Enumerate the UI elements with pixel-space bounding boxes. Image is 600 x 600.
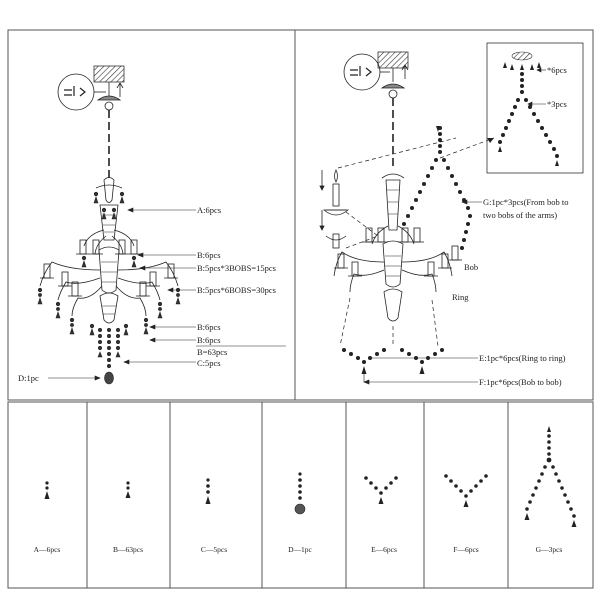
right-bead-chains bbox=[342, 126, 472, 374]
right-leader-lines bbox=[363, 199, 482, 385]
label-b5: B:6pcs bbox=[197, 335, 221, 345]
part-e-caption: E—6pcs bbox=[371, 545, 397, 554]
label-a: A:6pcs bbox=[197, 205, 221, 215]
label-d: D:1pc bbox=[18, 373, 39, 383]
ceiling-mount bbox=[93, 65, 125, 83]
part-e-drawing bbox=[364, 476, 398, 504]
part-c-drawing bbox=[205, 478, 211, 504]
label-b-total: B=63pcs bbox=[197, 347, 227, 357]
label-bob: Bob bbox=[464, 262, 478, 272]
part-b-caption: B—63pcs bbox=[113, 545, 143, 554]
inset-detail bbox=[486, 42, 584, 174]
part-f-caption: F—6pcs bbox=[453, 545, 479, 554]
parts-row-frame bbox=[7, 401, 594, 589]
part-g-caption: G—3pcs bbox=[536, 545, 563, 554]
part-a-caption: A—6pcs bbox=[34, 545, 61, 554]
left-chandelier bbox=[39, 65, 179, 324]
right-panel-frame bbox=[294, 29, 594, 401]
left-drops bbox=[37, 191, 181, 385]
label-b1: B:6pcs bbox=[197, 250, 221, 260]
label-g: G:1pc*3pcs(From bob to bbox=[483, 197, 568, 207]
upper-candles bbox=[76, 239, 141, 255]
part-c-caption: C—5pcs bbox=[201, 545, 227, 554]
inset-label-six: *6pcs bbox=[547, 65, 567, 75]
right-chandelier bbox=[319, 51, 462, 347]
left-panel-frame bbox=[7, 29, 296, 401]
part-d-drawing bbox=[294, 472, 306, 515]
label-b4: B:6pcs bbox=[197, 322, 221, 332]
label-c: C:5pcs bbox=[197, 358, 221, 368]
e-chain bbox=[342, 348, 444, 364]
left-leader-lines bbox=[48, 207, 286, 381]
label-f: F:1pc*6pcs(Bob to bob) bbox=[479, 377, 562, 387]
label-ring: Ring bbox=[452, 292, 469, 302]
inset-label-three: *3pcs bbox=[547, 99, 567, 109]
part-a-drawing bbox=[44, 481, 50, 499]
g-pointer bbox=[439, 137, 495, 159]
label-e: E:1pc*6pcs(Ring to ring) bbox=[479, 353, 566, 363]
hook-detail-callout-right bbox=[343, 53, 409, 91]
lower-candles bbox=[40, 263, 178, 297]
label-b3: B:5pcs*6BOBS=30pcs bbox=[197, 285, 276, 295]
ceiling-mount-right bbox=[377, 51, 409, 69]
part-b-drawing bbox=[125, 481, 131, 498]
label-b2: B:5pcs*3BOBS=15pcs bbox=[197, 263, 276, 273]
g-chain bbox=[402, 126, 472, 250]
hook-detail-callout bbox=[57, 73, 124, 111]
part-d-caption: D—1pc bbox=[288, 545, 312, 554]
part-g-drawing bbox=[524, 426, 577, 527]
part-f-drawing bbox=[444, 474, 488, 507]
label-g-cont: two bobs of the arms) bbox=[483, 210, 557, 220]
